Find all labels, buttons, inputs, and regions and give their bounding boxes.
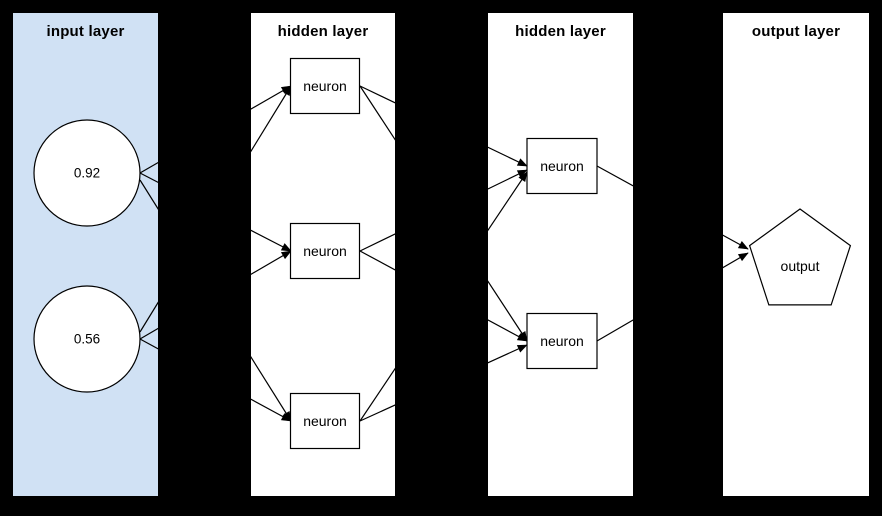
panel-gap-gap-1 (158, 0, 251, 516)
node-h1-3[interactable]: neuron (289, 392, 361, 450)
node-out-1[interactable]: output (748, 208, 852, 306)
node-shape-rect (526, 137, 598, 195)
node-label: output (781, 258, 820, 274)
node-label: neuron (303, 78, 347, 94)
panel-gap-gap-3 (633, 0, 723, 516)
node-shape-pentagon (748, 208, 852, 306)
node-in-2[interactable]: 0.56 (33, 285, 141, 393)
layer-title-input: input layer (46, 23, 125, 40)
node-label: 0.92 (74, 166, 100, 181)
node-label: neuron (303, 243, 347, 259)
node-label: neuron (540, 158, 584, 174)
node-shape-circle (33, 285, 141, 393)
node-label: neuron (540, 333, 584, 349)
layer-panel-input (13, 13, 158, 496)
node-label: neuron (303, 413, 347, 429)
node-h2-1[interactable]: neuron (526, 137, 598, 195)
node-shape-rect (289, 57, 361, 115)
node-h2-2[interactable]: neuron (526, 312, 598, 370)
layer-title-output: output layer (751, 23, 841, 40)
node-shape-rect (526, 312, 598, 370)
layer-panel-hidden-2 (488, 13, 633, 496)
node-shape-rect (289, 222, 361, 280)
node-shape-rect (289, 392, 361, 450)
panel-gap-gap-2 (395, 0, 488, 516)
node-h1-2[interactable]: neuron (289, 222, 361, 280)
node-label: 0.56 (74, 332, 100, 347)
layer-title-hidden-2: hidden layer (515, 23, 606, 40)
node-h1-1[interactable]: neuron (289, 57, 361, 115)
node-in-1[interactable]: 0.92 (33, 119, 141, 227)
node-shape-circle (33, 119, 141, 227)
layer-title-hidden-1: hidden layer (277, 23, 369, 40)
